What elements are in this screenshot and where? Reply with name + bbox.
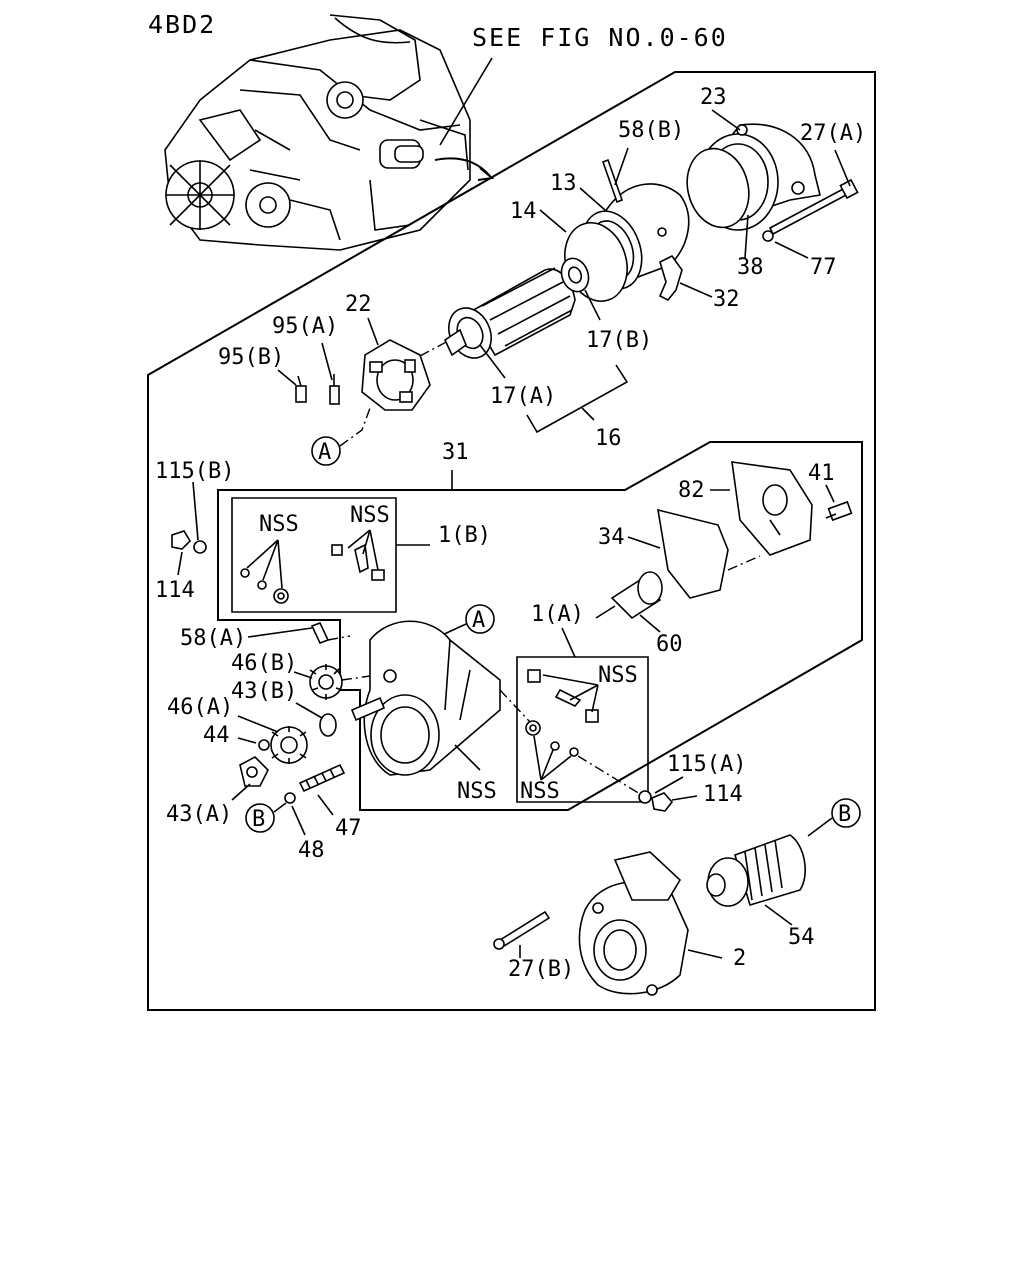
part-95b-brush	[295, 385, 307, 403]
label-82: 82	[678, 478, 705, 503]
label-114-upper: 114	[155, 578, 195, 603]
label-nss-3: NSS	[598, 663, 638, 688]
nss-washer-3	[550, 741, 560, 751]
label-114-lower: 114	[703, 782, 743, 807]
nss-washer-4	[569, 747, 579, 757]
main-frame	[147, 71, 876, 1011]
label-46b: 46(B)	[231, 651, 297, 676]
shaft	[350, 696, 386, 722]
callout-a-upper	[311, 436, 341, 466]
part-115a-washer	[638, 790, 652, 804]
part-16-armature	[443, 267, 576, 359]
label-77: 77	[810, 255, 837, 280]
label-23: 23	[700, 85, 727, 110]
part-82-cover	[731, 461, 813, 556]
label-54: 54	[788, 925, 815, 950]
label-115a: 115(A)	[667, 752, 746, 777]
part-58a-pin	[310, 621, 330, 645]
label-58b: 58(B)	[618, 118, 684, 143]
part-114-nut-lower	[651, 792, 674, 812]
part-43b-washer	[319, 713, 337, 737]
label-27a: 27(A)	[800, 121, 866, 146]
label-115b: 115(B)	[155, 459, 234, 484]
part-77-washer	[762, 230, 774, 242]
label-47: 47	[335, 816, 362, 841]
nss-plate-2	[527, 669, 541, 683]
part-17b-bearing	[560, 257, 590, 293]
label-nss-1: NSS	[259, 512, 299, 537]
callout-a-upper-label: A	[318, 440, 331, 465]
label-1b: 1(B)	[438, 523, 491, 548]
nss-nut-1	[273, 588, 289, 604]
label-nss-2: NSS	[350, 503, 390, 528]
label-48: 48	[298, 838, 325, 863]
figure-reference: SEE FIG NO.0-60	[472, 23, 728, 52]
label-14: 14	[510, 199, 537, 224]
part-54-pinion-clutch	[706, 834, 806, 907]
label-27b: 27(B)	[508, 957, 574, 982]
housing-casting	[363, 620, 501, 776]
part-38-band	[686, 147, 750, 229]
label-17a: 17(A)	[490, 384, 556, 409]
label-22: 22	[345, 292, 372, 317]
callout-b-left	[245, 803, 275, 833]
engine-illustration	[164, 14, 495, 251]
part-27b-bolt	[498, 910, 551, 948]
label-44: 44	[203, 723, 230, 748]
label-1a: 1(A)	[531, 602, 584, 627]
part-43a-collar	[239, 756, 269, 787]
part-95a-brush	[329, 385, 340, 405]
part-34-gasket	[657, 508, 729, 599]
label-58a: 58(A)	[180, 626, 246, 651]
callout-b-right	[831, 798, 861, 828]
part-114-nut-upper	[171, 530, 192, 550]
label-60: 60	[656, 632, 683, 657]
nss-plate-1	[331, 544, 343, 556]
part-48-ball	[284, 792, 296, 804]
model-code: 4BD2	[148, 10, 216, 39]
label-38: 38	[737, 255, 764, 280]
label-16: 16	[595, 426, 622, 451]
label-32: 32	[713, 287, 740, 312]
nss-nut-2	[525, 720, 541, 736]
label-46a: 46(A)	[167, 695, 233, 720]
label-95b: 95(B)	[218, 345, 284, 370]
label-31: 31	[442, 440, 469, 465]
callout-a-lower	[465, 604, 495, 634]
nss-washer-2	[257, 580, 267, 590]
part-47-spring	[298, 763, 346, 793]
callout-b-left-label: B	[252, 807, 265, 832]
callout-b-right-label: B	[838, 802, 851, 827]
part-58b-pin	[601, 158, 624, 204]
part-46b-gear	[309, 664, 343, 700]
inner-frame-31	[217, 441, 863, 811]
part-22-brush-holder	[361, 339, 431, 411]
label-17b: 17(B)	[586, 328, 652, 353]
part-27a-through-bolt	[768, 178, 859, 236]
part-60-solenoid	[595, 571, 663, 620]
part-32-bracket	[658, 254, 683, 302]
nss-washer-1	[240, 568, 250, 578]
part-115b-washer	[193, 540, 207, 554]
label-41: 41	[808, 461, 835, 486]
part-46a-gear	[270, 726, 308, 764]
reference-leader	[439, 57, 493, 146]
part-44-bush	[258, 739, 270, 751]
label-95a: 95(A)	[272, 314, 338, 339]
label-2: 2	[733, 946, 746, 971]
label-34: 34	[598, 525, 625, 550]
part-2-drive-housing	[578, 851, 689, 996]
callout-a-lower-label: A	[472, 608, 485, 633]
label-nss-4: NSS	[457, 779, 497, 804]
label-43b: 43(B)	[231, 679, 297, 704]
part-41-screw	[827, 500, 853, 522]
label-nss-5: NSS	[520, 779, 560, 804]
label-43a: 43(A)	[166, 802, 232, 827]
subframe-1b	[231, 497, 397, 613]
label-13: 13	[550, 171, 577, 196]
